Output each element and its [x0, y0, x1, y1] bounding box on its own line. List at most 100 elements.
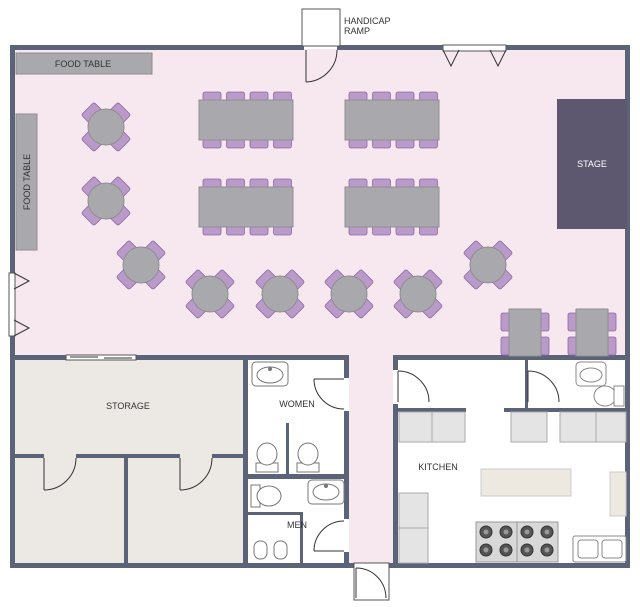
storage-label: STORAGE [106, 401, 150, 411]
storage-floor [14, 360, 244, 564]
table-top [122, 246, 160, 284]
burner-center [544, 529, 550, 535]
wall-kitchen-inner [525, 360, 528, 408]
women-sink [251, 361, 289, 387]
wall-top-b [337, 45, 443, 50]
men-urinal-2 [273, 540, 288, 560]
wall-left-b [10, 336, 15, 568]
round-table [393, 269, 443, 319]
women-fixtures [251, 361, 320, 473]
ramp-label-line1: HANDICAP [344, 16, 391, 26]
small-tables [500, 308, 617, 357]
men-fixtures [250, 479, 345, 560]
wall-men-inner [248, 512, 302, 515]
stove-burners [479, 525, 554, 557]
food-table-left: FOOD TABLE [15, 113, 38, 251]
table-top [469, 246, 507, 284]
wall-women-stall [286, 423, 289, 475]
door-storage-right[interactable] [179, 457, 213, 491]
wall-mid-a [10, 355, 66, 360]
wall-corridor-right [393, 355, 398, 565]
women-toilet-1 [255, 442, 279, 473]
table-top [344, 186, 440, 228]
burner-center [503, 529, 509, 535]
food-table-top-label: FOOD TABLE [55, 59, 111, 69]
wall-storage-h1 [14, 454, 44, 458]
wall-men-stall [300, 512, 303, 564]
wall-top-a [10, 45, 304, 50]
counter-top-right [559, 411, 627, 443]
door-left-double[interactable] [8, 272, 31, 337]
round-tables [81, 102, 513, 319]
burner-center [483, 529, 489, 535]
door-bottom[interactable] [353, 562, 390, 601]
handicap-ramp [301, 8, 341, 47]
wall-left-a [10, 45, 15, 273]
table-top [508, 308, 542, 357]
table-top [198, 186, 294, 228]
door-kitchen-inner[interactable] [527, 370, 560, 403]
corridor-floor [348, 356, 394, 564]
wall-restroom-divider [248, 474, 344, 479]
burner-center [524, 529, 530, 535]
burner-center [524, 547, 530, 553]
food-table-left-label: FOOD TABLE [22, 154, 32, 210]
round-table [255, 269, 305, 319]
burner-center [503, 547, 509, 553]
wall-corridor-left [344, 355, 349, 565]
wall-kitchen-shelf-b [504, 408, 626, 412]
burner-center [483, 547, 489, 553]
table-top [191, 275, 229, 313]
burner-center [544, 547, 550, 553]
counter-top-mid [510, 411, 548, 443]
wall-kitchen-shelf-a [398, 408, 466, 412]
round-table [185, 269, 235, 319]
men-label: MEN [287, 520, 307, 530]
rect-table [344, 178, 440, 236]
wall-bottom-b [389, 563, 630, 568]
table-top [399, 275, 437, 313]
wall-mid-b [136, 355, 348, 360]
stage: STAGE [557, 99, 627, 229]
wall-storage-v [124, 454, 128, 564]
table-top [198, 99, 294, 141]
kitchen-label: KITCHEN [418, 462, 458, 472]
small-table [567, 308, 617, 357]
rect-table [344, 91, 440, 149]
rect-tables [198, 91, 440, 236]
door-ramp[interactable] [305, 49, 338, 83]
door-women[interactable] [313, 378, 349, 411]
prep-island [480, 468, 572, 497]
round-table [81, 102, 131, 152]
wall-storage-right [243, 355, 248, 565]
food-table-top: FOOD TABLE [15, 52, 153, 75]
wall-bottom-a [10, 563, 354, 568]
rect-table [198, 91, 294, 149]
door-top-double[interactable] [442, 44, 507, 68]
round-table [116, 240, 166, 290]
round-table [81, 176, 131, 226]
stage-label: STAGE [577, 159, 607, 169]
rect-table [198, 178, 294, 236]
ramp-label-line2: RAMP [344, 26, 370, 36]
table-top [575, 308, 609, 357]
small-table [500, 308, 550, 357]
kitchen-toilet [593, 385, 625, 407]
round-table [463, 240, 513, 290]
door-storage-main[interactable] [65, 354, 137, 361]
men-toilet [250, 484, 282, 508]
kitchen-fixtures [398, 361, 627, 564]
side-counter [609, 471, 627, 517]
walls [10, 45, 630, 568]
table-top [87, 108, 125, 146]
wall-top-c [506, 45, 630, 50]
door-storage-left[interactable] [43, 457, 77, 491]
men-sink [307, 479, 345, 505]
round-table [324, 269, 374, 319]
door-kitchen[interactable] [393, 370, 430, 404]
table-top [87, 182, 125, 220]
door-men[interactable] [313, 519, 349, 552]
men-urinal-1 [253, 540, 268, 560]
table-top [344, 99, 440, 141]
